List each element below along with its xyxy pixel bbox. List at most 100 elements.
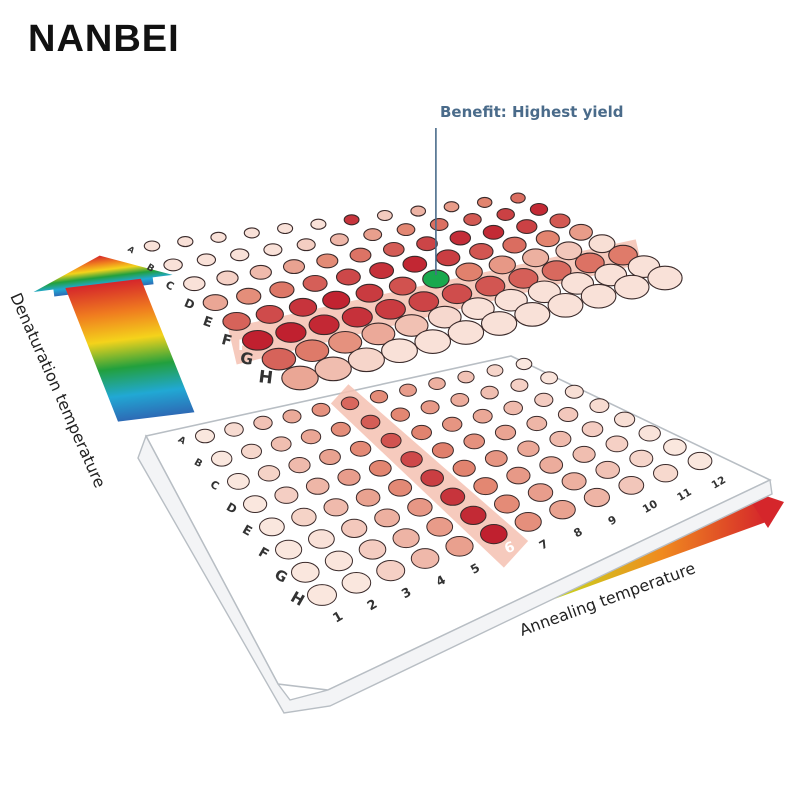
bottom-well-B2: [241, 443, 262, 460]
bottom-well-G4: [392, 528, 420, 549]
bottom-well-A2: [224, 422, 244, 437]
top-well-F2: [275, 322, 307, 343]
bottom-well-G7: [494, 494, 520, 514]
top-well-H8: [514, 302, 551, 327]
top-well-H6: [447, 320, 485, 345]
top-well-D11: [535, 230, 560, 248]
top-well-D6: [369, 262, 395, 280]
bottom-well-B11: [510, 378, 529, 392]
top-well-G4: [361, 322, 396, 346]
bottom-well-F10: [572, 445, 596, 463]
bottom-well-F7: [473, 477, 498, 496]
bottom-well-A5: [311, 402, 331, 417]
bottom-well-E1: [259, 517, 285, 537]
top-well-C8: [416, 236, 438, 252]
bottom-well-D4: [337, 468, 361, 486]
top-well-A10: [443, 201, 460, 213]
bottom-well-H1: [307, 584, 337, 606]
bottom-well-G6: [460, 505, 487, 526]
bottom-well-B6: [360, 414, 381, 430]
bottom-well-A4: [282, 409, 302, 424]
top-well-F5: [375, 298, 406, 320]
denaturation-arrow: [33, 255, 195, 422]
bottom-well-B12: [540, 371, 558, 385]
bottom-well-F11: [605, 435, 629, 453]
bottom-well-G5: [426, 517, 454, 537]
bottom-well-H7: [514, 512, 542, 532]
bottom-well-C8: [442, 416, 463, 432]
top-plate-wells: [143, 192, 683, 391]
top-well-C10: [482, 224, 505, 240]
bottom-well-B9: [450, 393, 470, 407]
top-well-H4: [381, 338, 418, 364]
top-well-F10: [541, 260, 572, 281]
bottom-plate-frame: [137, 355, 773, 714]
bottom-well-F5: [407, 498, 433, 517]
top-well-A2: [177, 236, 194, 248]
top-well-C4: [282, 259, 306, 275]
top-highlight-row-label: F: [238, 338, 248, 354]
bottom-well-C5: [349, 440, 372, 457]
bottom-well-F3: [341, 518, 368, 539]
top-well-G5: [394, 314, 429, 337]
top-well-A12: [510, 192, 526, 204]
bottom-plate-wells: [195, 357, 713, 606]
top-well-D1: [202, 294, 229, 312]
top-well-F12: [608, 244, 638, 266]
bottom-well-C1: [227, 473, 250, 490]
top-well-E5: [355, 283, 384, 303]
bottom-well-G12: [663, 438, 687, 456]
top-well-D9: [469, 243, 494, 260]
top-well-A1: [143, 240, 161, 252]
bottom-row-label-A: A: [176, 435, 187, 447]
top-well-D4: [302, 274, 328, 292]
top-row-label-B: B: [144, 262, 156, 275]
top-well-B8: [396, 223, 416, 237]
optimum-callout: Benefit: Highest yield: [435, 103, 624, 275]
top-row-label-G: G: [239, 348, 255, 369]
top-well-B9: [429, 218, 449, 231]
bottom-well-F12: [638, 425, 661, 442]
bottom-well-D7: [431, 442, 454, 459]
bottom-well-E4: [355, 488, 381, 507]
bottom-column-label-10: 10: [640, 497, 660, 516]
brand-logo: NANBEI: [28, 18, 180, 60]
top-well-H10: [580, 283, 617, 309]
top-well-G1: [261, 347, 297, 371]
bottom-well-G9: [561, 472, 587, 491]
top-well-E9: [488, 255, 516, 275]
bottom-well-H4: [410, 548, 440, 569]
top-well-D3: [269, 281, 295, 299]
bottom-well-D6: [400, 451, 423, 468]
bottom-well-C10: [503, 400, 524, 416]
bottom-well-G2: [324, 550, 353, 572]
bottom-well-E9: [517, 440, 540, 457]
top-row-label-C: C: [163, 279, 176, 293]
top-well-C1: [183, 276, 206, 292]
bottom-well-D1: [243, 495, 268, 514]
top-row-label-D: D: [182, 296, 197, 313]
bottom-well-C11: [534, 392, 554, 407]
bottom-well-E2: [291, 507, 317, 527]
bottom-well-B10: [480, 385, 499, 400]
top-well-D8: [435, 249, 461, 267]
top-well-C6: [349, 247, 372, 263]
bottom-well-F9: [539, 456, 564, 474]
bottom-well-G8: [527, 483, 554, 502]
bottom-well-B7: [390, 407, 410, 422]
bottom-well-D10: [526, 415, 548, 432]
bottom-well-A9: [428, 377, 446, 391]
bottom-well-D8: [463, 433, 486, 450]
top-well-B7: [363, 228, 383, 242]
top-well-C11: [516, 219, 538, 235]
bottom-well-E5: [388, 479, 413, 497]
bottom-well-G3: [358, 539, 387, 560]
bottom-well-D9: [494, 424, 517, 441]
bottom-well-F1: [275, 539, 303, 560]
top-well-E1: [222, 311, 251, 331]
top-well-A11: [476, 196, 493, 208]
bottom-well-F8: [506, 466, 531, 485]
bottom-well-H2: [341, 572, 372, 594]
bottom-well-A11: [486, 364, 504, 377]
top-well-E12: [588, 234, 616, 254]
